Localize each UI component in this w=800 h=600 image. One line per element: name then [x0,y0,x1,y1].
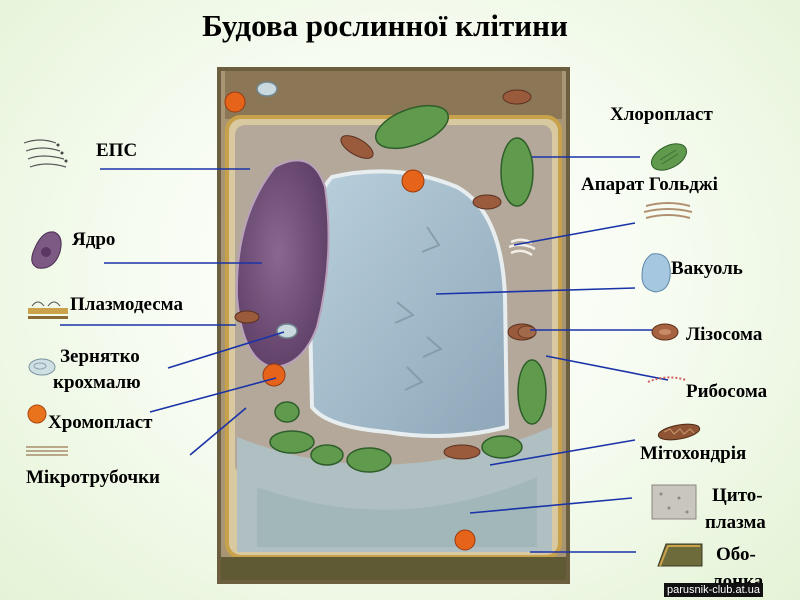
nucleus-icon [31,231,62,269]
ribosome-icon [647,376,687,383]
eps-icon [23,139,68,168]
label-nucleus: Ядро [72,229,116,250]
page-title: Будова рослинної клітини [202,8,568,43]
label-chromoplast: Хромопласт [48,412,153,433]
mitochondrion-icon [657,423,701,441]
vacuole-icon [641,253,671,293]
label-starch-line1: Зернятко [60,346,140,367]
cell-wall-icon [657,543,703,567]
golgi-icon [643,202,693,219]
label-lysosome: Лізосома [686,324,763,345]
label-plasmodesma: Плазмодесма [70,294,183,315]
label-microtubules: Мікротрубочки [26,467,160,488]
starch-grain-icon [28,358,56,376]
label-vacuole: Вакуоль [671,258,743,279]
label-wall-line1: Обо- [716,544,756,565]
plasmodesma-icon [28,301,68,319]
vacuole-shape [306,169,510,438]
label-eps: ЕПС [96,140,138,161]
label-cytoplasm-line1: Цито- [712,485,763,506]
label-cytoplasm-line2: плазма [705,512,766,533]
chloroplast-icon [650,143,688,171]
plant-cell-illustration [217,67,570,584]
microtubules-icon [26,446,68,456]
label-chloroplast: Хлоропласт [610,104,713,125]
label-golgi: Апарат Гольджі [581,174,718,195]
label-mitochondrion: Мітохондрія [640,443,747,464]
lysosome-icon [651,323,679,341]
cytoplasm-icon [651,484,697,520]
chromoplast-icon [27,404,47,424]
watermark: parusnik-club.at.ua [664,583,763,597]
label-ribosome: Рибосома [686,381,768,402]
label-starch-line2: крохмалю [53,372,141,393]
